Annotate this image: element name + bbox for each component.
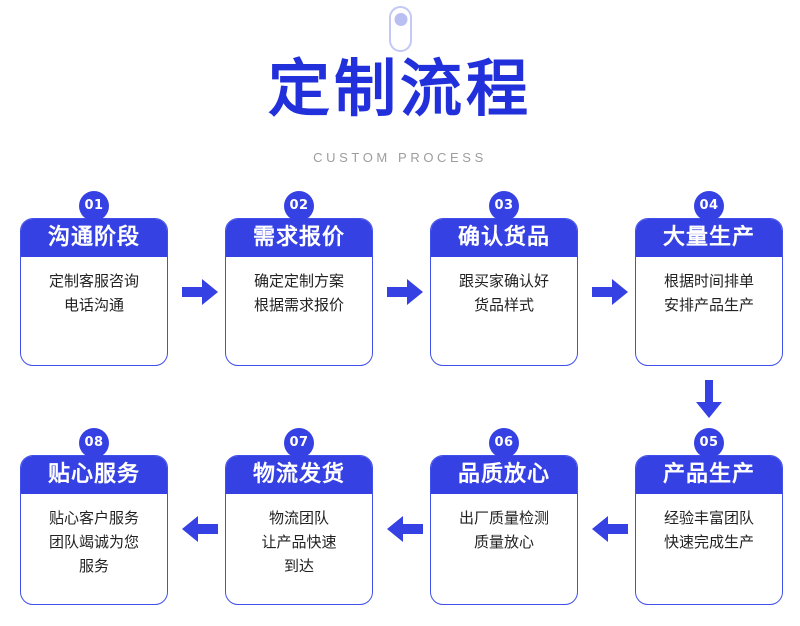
step-card-04-line-1: 根据时间排单	[663, 272, 754, 290]
arrow-left-icon-3	[592, 516, 628, 542]
step-badge-07: 07	[284, 428, 314, 458]
step-card-07-title: 物流发货	[226, 456, 372, 494]
step-card-06-body: 出厂质量检测 质量放心	[431, 494, 577, 560]
step-card-07-body: 物流团队 让产品快速 到达	[226, 494, 372, 584]
step-card-02-line-1: 确定定制方案	[253, 272, 344, 290]
step-badge-02: 02	[284, 191, 314, 221]
step-card-02-title: 需求报价	[226, 219, 372, 257]
page-subtitle: CUSTOM PROCESS	[313, 150, 487, 165]
step-card-02-line-2: 根据需求报价	[253, 296, 344, 314]
step-badge-05: 05	[694, 428, 724, 458]
arrow-down-icon	[696, 380, 722, 418]
step-card-05[interactable]: 产品生产 经验丰富团队 快速完成生产	[635, 455, 783, 605]
step-card-02-body: 确定定制方案 根据需求报价	[226, 257, 372, 323]
arrow-right-icon-3	[592, 279, 628, 305]
step-badge-01: 01	[79, 191, 109, 221]
step-badge-04: 04	[694, 191, 724, 221]
page-title: 定制流程	[267, 52, 532, 125]
step-card-04[interactable]: 大量生产 根据时间排单 安排产品生产	[635, 218, 783, 366]
step-card-08-body: 贴心客户服务 团队竭诚为您 服务	[21, 494, 167, 584]
step-card-04-body: 根据时间排单 安排产品生产	[636, 257, 782, 323]
step-card-03-body: 跟买家确认好 货品样式	[431, 257, 577, 323]
step-card-06-line-1: 出厂质量检测	[458, 509, 549, 527]
step-card-08-title: 贴心服务	[21, 456, 167, 494]
arrow-right-icon-2	[387, 279, 423, 305]
step-card-01-line-1: 定制客服咨询	[48, 272, 139, 290]
step-card-03-title: 确认货品	[431, 219, 577, 257]
step-card-06-line-2: 质量放心	[473, 533, 534, 551]
step-card-04-line-2: 安排产品生产	[663, 296, 754, 314]
step-badge-06: 06	[489, 428, 519, 458]
arrow-right-icon-1	[182, 279, 218, 305]
step-card-02[interactable]: 需求报价 确定定制方案 根据需求报价	[225, 218, 373, 366]
step-card-05-title: 产品生产	[636, 456, 782, 494]
step-card-01-title: 沟通阶段	[21, 219, 167, 257]
step-card-07-line-2: 让产品快速	[261, 533, 337, 551]
step-card-03-line-1: 跟买家确认好	[458, 272, 549, 290]
arrow-left-icon-1	[182, 516, 218, 542]
step-card-08-line-2: 团队竭诚为您	[48, 533, 139, 551]
step-card-01-body: 定制客服咨询 电话沟通	[21, 257, 167, 323]
step-card-05-body: 经验丰富团队 快速完成生产	[636, 494, 782, 560]
step-card-06[interactable]: 品质放心 出厂质量检测 质量放心	[430, 455, 578, 605]
toggle-pill-icon	[389, 6, 412, 52]
step-card-08-line-3: 服务	[78, 557, 109, 575]
step-card-07-line-1: 物流团队	[268, 509, 329, 527]
step-card-06-title: 品质放心	[431, 456, 577, 494]
step-card-03[interactable]: 确认货品 跟买家确认好 货品样式	[430, 218, 578, 366]
toggle-knob-icon	[394, 13, 407, 26]
step-card-08[interactable]: 贴心服务 贴心客户服务 团队竭诚为您 服务	[20, 455, 168, 605]
step-badge-08: 08	[79, 428, 109, 458]
step-card-04-title: 大量生产	[636, 219, 782, 257]
step-card-01[interactable]: 沟通阶段 定制客服咨询 电话沟通	[20, 218, 168, 366]
step-card-03-line-2: 货品样式	[473, 296, 534, 314]
step-card-01-line-2: 电话沟通	[63, 296, 124, 314]
step-badge-03: 03	[489, 191, 519, 221]
arrow-left-icon-2	[387, 516, 423, 542]
step-card-05-line-1: 经验丰富团队	[663, 509, 754, 527]
step-card-08-line-1: 贴心客户服务	[48, 509, 139, 527]
step-card-07[interactable]: 物流发货 物流团队 让产品快速 到达	[225, 455, 373, 605]
step-card-07-line-3: 到达	[283, 557, 314, 575]
step-card-05-line-2: 快速完成生产	[663, 533, 754, 551]
